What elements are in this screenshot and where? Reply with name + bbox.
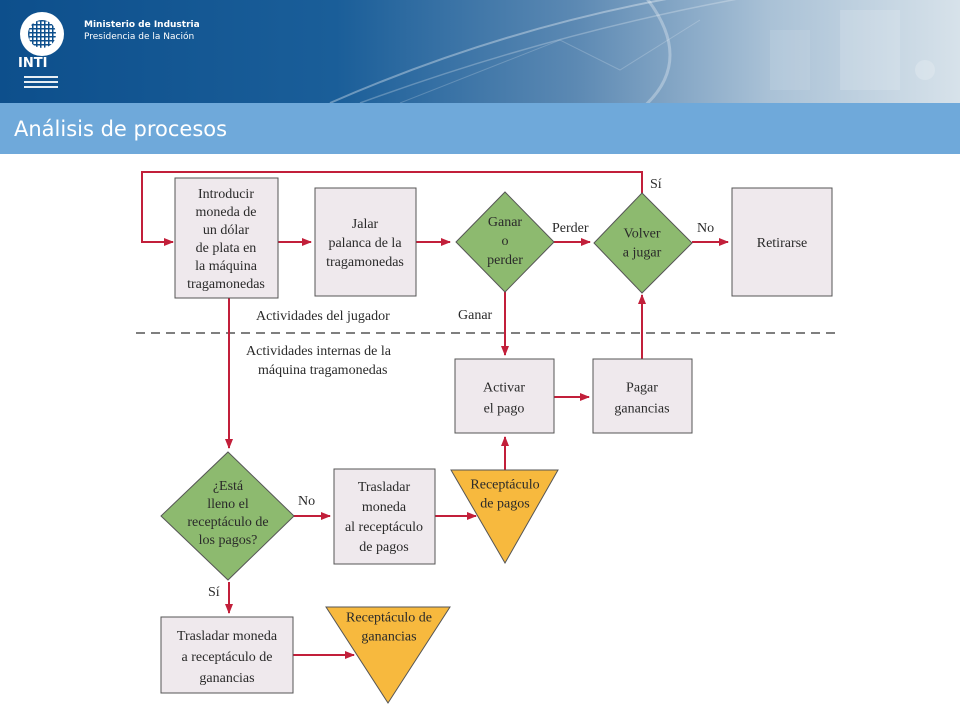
- text-payments-receptacle-line: Receptáculo: [470, 478, 539, 493]
- text-move-coin-payments: Trasladar moneda al receptáculo de pagos: [345, 480, 423, 555]
- title-bar: Análisis de procesos: [0, 103, 960, 154]
- text-move-coin-winnings-line: a receptáculo de: [182, 650, 273, 665]
- label-no-retire: No: [697, 221, 714, 236]
- text-win-lose-line: perder: [487, 253, 523, 268]
- label-lose: Perder: [552, 221, 589, 236]
- inti-logo-text: INTI: [18, 56, 48, 71]
- text-insert-coin: Introducir moneda de un dólar de plata en la…: [187, 187, 265, 292]
- text-retire-line: Retirarse: [757, 236, 808, 251]
- text-winnings-receptacle-line: ganancias: [361, 630, 416, 645]
- header-background-graphic: [329, 0, 935, 103]
- ministry-text: Ministerio de Industria Presidencia de l…: [84, 19, 200, 43]
- text-activate-payment-line: el pago: [484, 402, 525, 417]
- label-win: Ganar: [458, 308, 493, 323]
- text-pay-winnings: Pagar ganancias: [614, 381, 669, 417]
- box-retire: [731, 187, 833, 297]
- text-play-again-line: a jugar: [623, 246, 662, 261]
- text-move-coin-winnings-line: ganancias: [199, 671, 254, 686]
- text-move-coin-winnings-line: Trasladar moneda: [177, 629, 278, 644]
- box-activate-payment: [454, 358, 555, 434]
- text-pull-lever-line: tragamonedas: [326, 255, 404, 270]
- text-insert-coin-line: de plata en: [196, 241, 257, 256]
- decision-receptacle-full: [160, 451, 295, 581]
- text-move-coin-winnings: Trasladar moneda a receptáculo de ganancia…: [177, 629, 278, 686]
- text-receptacle-full-line: ¿Está: [213, 479, 244, 494]
- inti-logo-bars: [24, 76, 58, 96]
- text-insert-coin-line: tragamonedas: [187, 277, 265, 292]
- zone-machine-label-line1: Actividades internas de la: [246, 344, 392, 359]
- text-move-coin-payments-line: Trasladar: [358, 480, 411, 495]
- box-pay-winnings: [592, 358, 693, 434]
- page-title: Análisis de procesos: [14, 117, 228, 141]
- text-win-lose: Ganar o perder: [487, 215, 523, 268]
- ministry-line1: Ministerio de Industria: [84, 20, 200, 30]
- box-pull-lever: [314, 187, 417, 297]
- text-payments-receptacle: Receptáculo de pagos: [470, 478, 539, 512]
- text-receptacle-full: ¿Está lleno el receptáculo de los pagos?: [187, 479, 268, 548]
- text-winnings-receptacle-line: Receptáculo de: [346, 611, 432, 626]
- text-activate-payment: Activar el pago: [483, 381, 525, 417]
- text-pay-winnings-line: ganancias: [614, 402, 669, 417]
- text-payments-receptacle-line: de pagos: [480, 497, 529, 512]
- text-pull-lever: Jalar palanca de la tragamonedas: [326, 217, 404, 270]
- text-move-coin-payments-line: de pagos: [359, 540, 408, 555]
- text-receptacle-full-line: lleno el: [207, 497, 249, 512]
- text-move-coin-payments-line: al receptáculo: [345, 520, 423, 535]
- text-receptacle-full-line: receptáculo de: [187, 515, 268, 530]
- ministry-line2: Presidencia de la Nación: [84, 32, 195, 42]
- connectors: [141, 171, 729, 659]
- box-insert-coin: [174, 177, 279, 299]
- zone-player-label: Actividades del jugador: [256, 309, 390, 324]
- label-no-full: No: [298, 494, 315, 509]
- label-yes-full: Sí: [208, 585, 220, 600]
- decisions: [160, 191, 693, 581]
- text-insert-coin-line: la máquina: [195, 259, 258, 274]
- box-move-coin-winnings: [160, 616, 294, 694]
- text-pull-lever-line: Jalar: [352, 217, 379, 232]
- text-win-lose-line: o: [502, 234, 509, 249]
- receptacle-winnings: [325, 606, 451, 704]
- text-retire: Retirarse: [757, 236, 808, 251]
- decision-play-again: [593, 192, 693, 294]
- label-yes-play: Sí: [650, 177, 662, 192]
- text-play-again-line: Volver: [623, 227, 660, 242]
- connector-loop-back: [141, 171, 643, 246]
- storage: [325, 469, 559, 704]
- box-move-coin-payments: [333, 468, 436, 565]
- text-move-coin-payments-line: moneda: [362, 500, 407, 515]
- text-pay-winnings-line: Pagar: [626, 381, 658, 396]
- text-winnings-receptacle: Receptáculo de ganancias: [346, 611, 432, 645]
- text-receptacle-full-line: los pagos?: [199, 533, 258, 548]
- process-boxes: [160, 177, 833, 694]
- text-insert-coin-line: Introducir: [198, 187, 254, 202]
- receptacle-payments: [450, 469, 559, 565]
- text-play-again: Volver a jugar: [623, 227, 662, 261]
- text-activate-payment-line: Activar: [483, 381, 525, 396]
- text-pull-lever-line: palanca de la: [328, 236, 402, 251]
- text-insert-coin-line: moneda de: [195, 205, 256, 220]
- node-texts: Introducir moneda de un dólar de plata en la…: [177, 187, 807, 686]
- text-win-lose-line: Ganar: [488, 215, 523, 230]
- header-banner: INTI Ministerio de Industria Presidencia…: [0, 0, 960, 103]
- text-insert-coin-line: un dólar: [203, 223, 250, 238]
- decision-win-lose: [455, 191, 555, 293]
- zone-machine-label-line2: máquina tragamonedas: [258, 363, 387, 378]
- inti-logo: [20, 12, 64, 56]
